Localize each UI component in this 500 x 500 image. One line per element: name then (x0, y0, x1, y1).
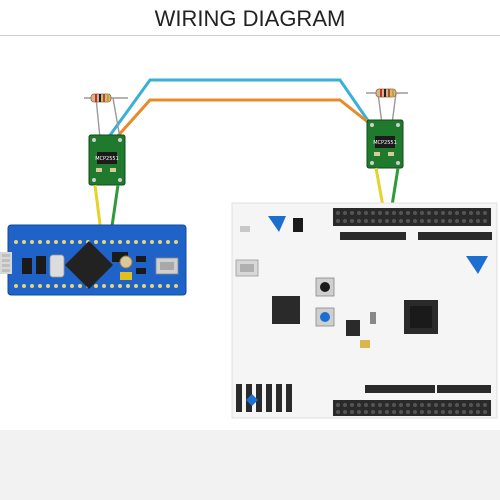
usb-connector-icon (155, 257, 179, 275)
right-can-transceiver-module: MCP2551 (366, 119, 404, 169)
resistor-icon (375, 88, 397, 98)
right-termination-resistor (366, 88, 408, 125)
nucleo-top-header (333, 208, 491, 226)
resistor-icon (90, 93, 112, 103)
can-low-wire (114, 98, 389, 140)
can-bus-wires (106, 78, 389, 140)
footer-band (0, 430, 500, 500)
st-logo-icon (268, 216, 286, 232)
reset-button-icon (315, 277, 335, 297)
right-chip-label: MCP2551 (373, 140, 397, 146)
nucleo-bottom-header (333, 400, 491, 416)
bluepill-top-pins (14, 240, 178, 244)
can-high-wire (106, 78, 382, 139)
user-button-icon (315, 307, 335, 327)
usb-connector-icon (235, 259, 259, 277)
title-divider (0, 35, 500, 36)
left-can-transceiver-module: MCP2551 (88, 134, 126, 186)
nucleo-mcu (404, 300, 438, 334)
st-logo-icon (466, 256, 488, 274)
bluepill-bottom-pins (14, 284, 178, 288)
bluepill-swd-header (0, 252, 12, 274)
nucleo-arduino-header-bottom (365, 385, 491, 393)
blue-pill-board (0, 224, 187, 296)
diagram-title: WIRING DIAGRAM (154, 6, 346, 31)
left-termination-resistor (84, 93, 128, 139)
left-chip-label: MCP2551 (95, 156, 119, 162)
nucleo-board (231, 202, 498, 419)
nucleo-bottom-blue-marker (246, 394, 258, 406)
nucleo-arduino-header-top (340, 232, 492, 240)
